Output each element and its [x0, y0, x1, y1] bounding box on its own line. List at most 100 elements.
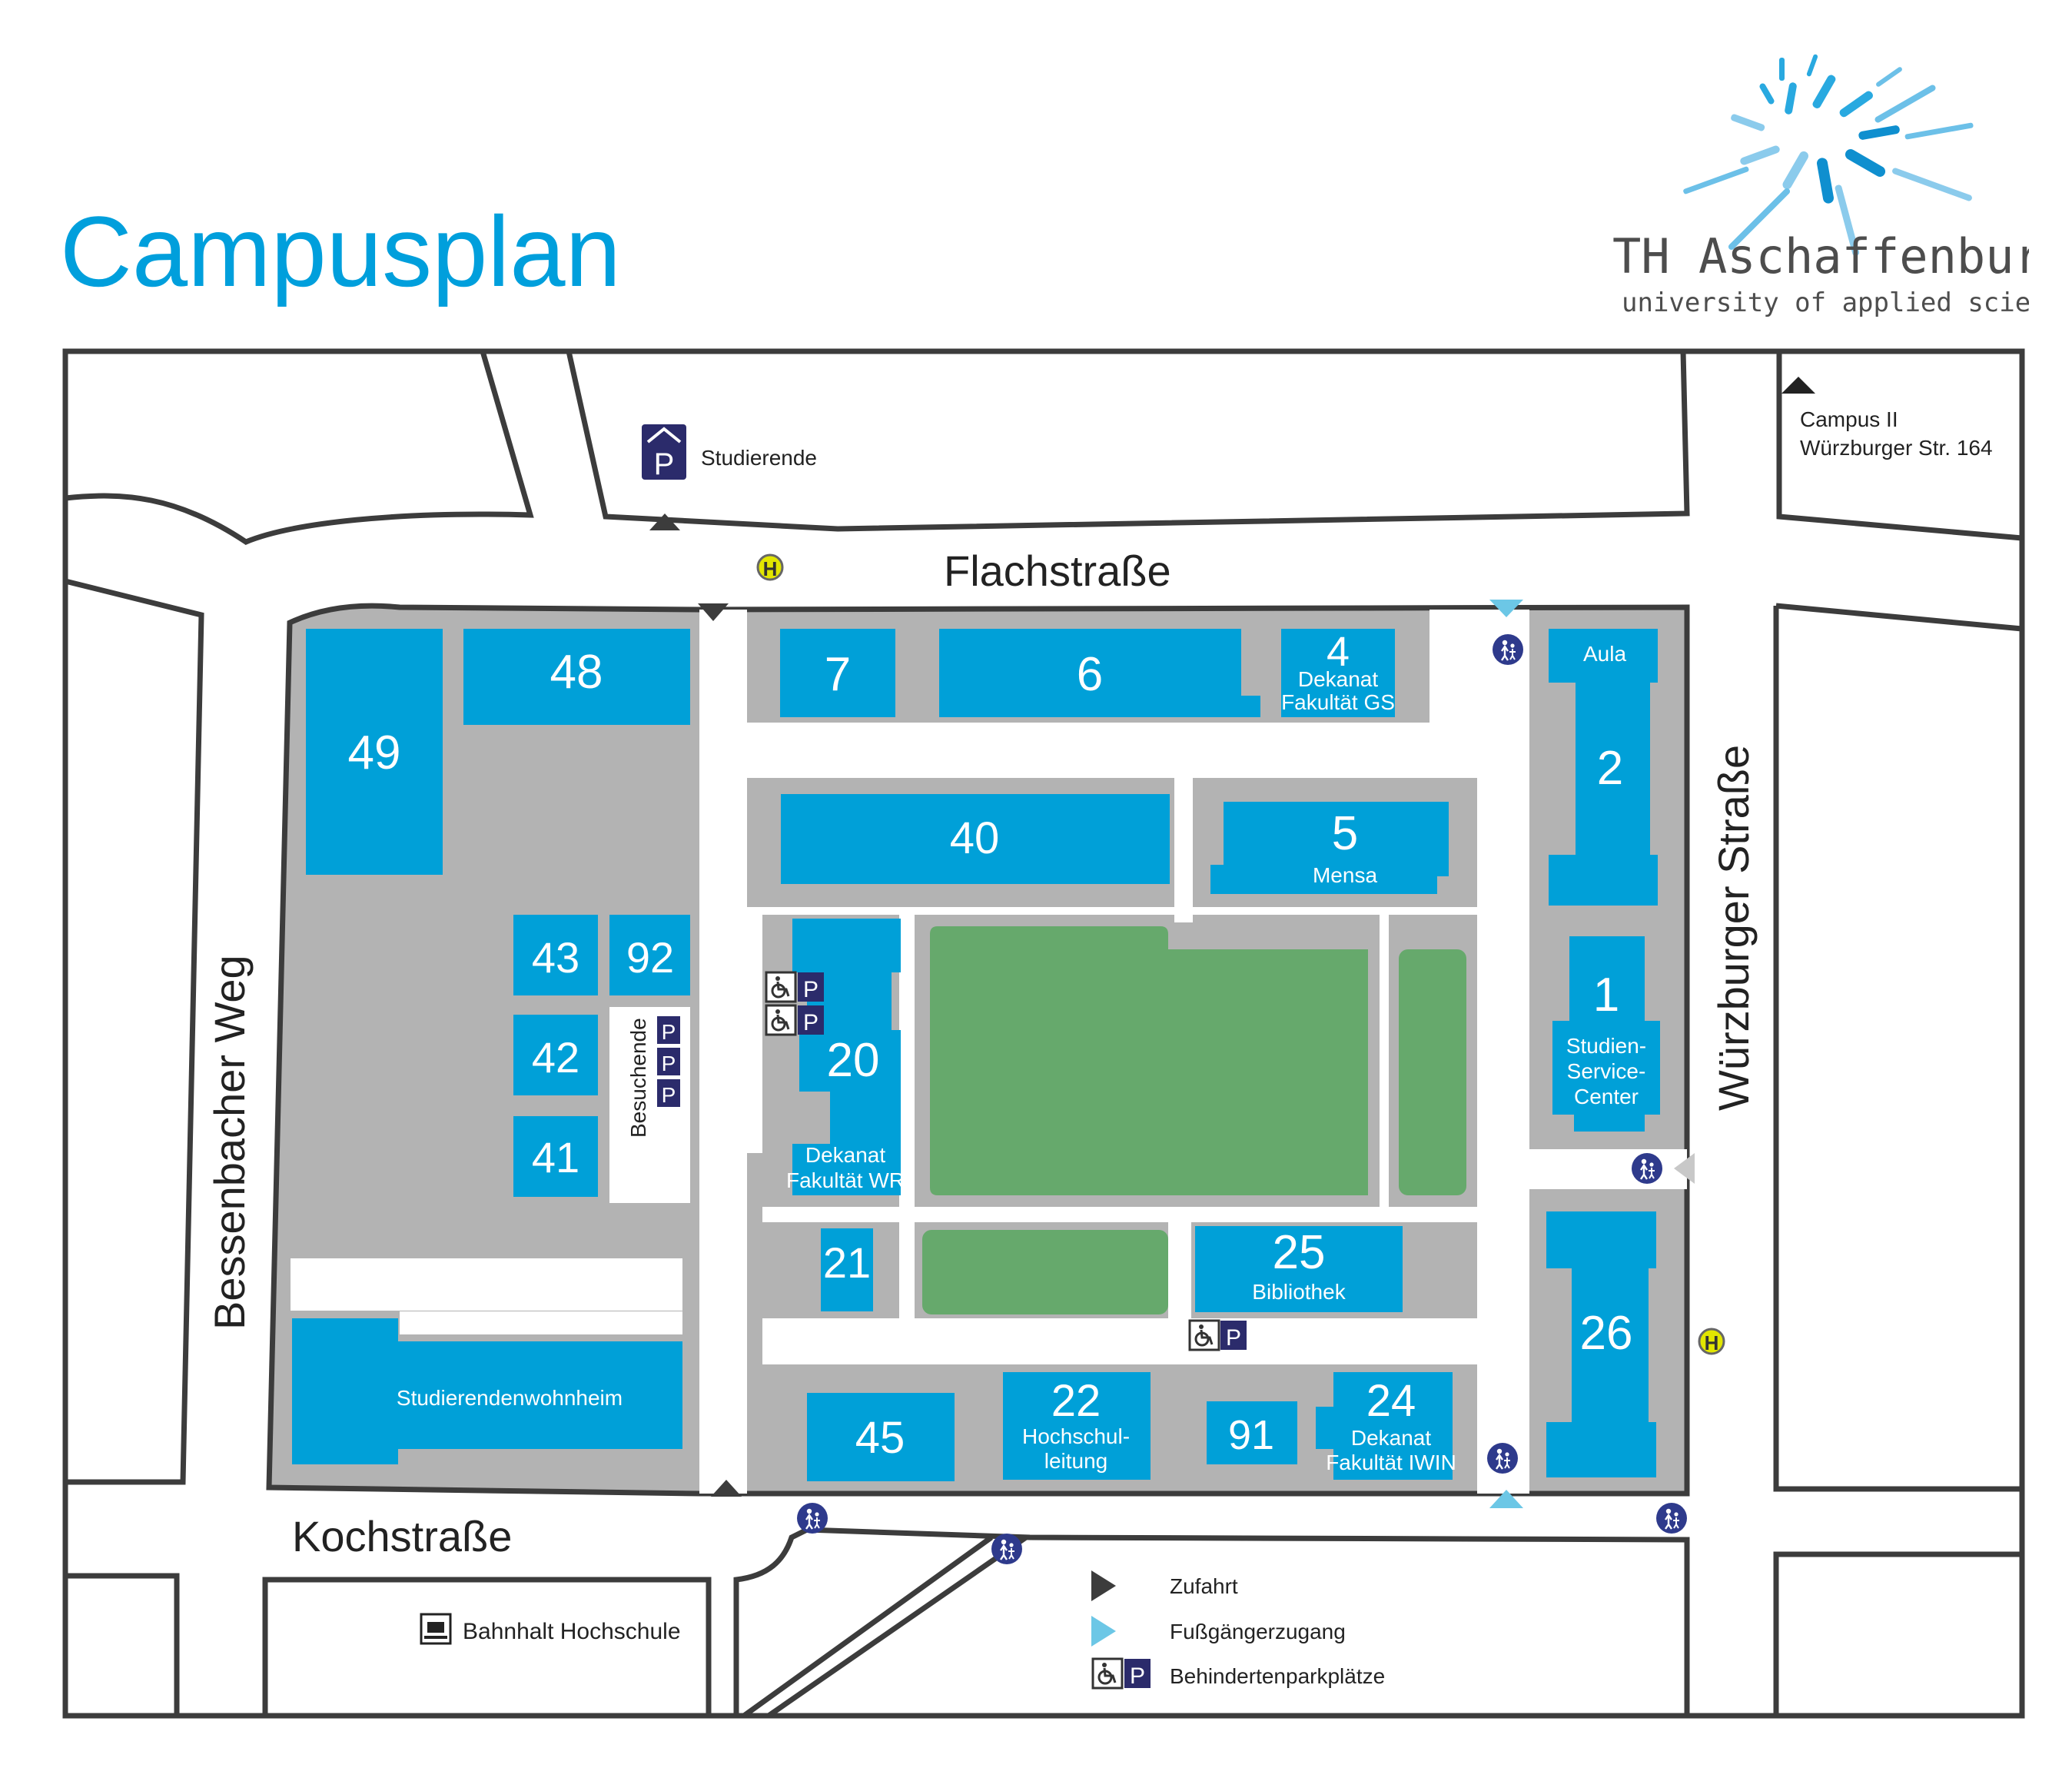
- parking-symbol: P: [803, 977, 819, 1002]
- building-2: [1549, 629, 1658, 906]
- building-21: [821, 1228, 873, 1311]
- legend: Zufahrt Fußgängerzugang P Behindertenpar…: [1091, 1570, 1385, 1690]
- page-title: Campusplan: [60, 195, 621, 307]
- label-1: 1: [1593, 969, 1619, 1022]
- building-41: [513, 1116, 598, 1197]
- access-markers: [649, 513, 742, 1497]
- building-42: [513, 1015, 598, 1095]
- building-40: [781, 794, 1170, 884]
- pedestrian-icon: [795, 1501, 829, 1535]
- parking-symbol: P: [662, 1020, 676, 1044]
- label-92: 92: [626, 933, 674, 982]
- train-stop-label: Bahnhalt Hochschule: [463, 1619, 681, 1644]
- legend-access-label: Zufahrt: [1170, 1574, 1238, 1598]
- label-4-sub1: Dekanat: [1298, 667, 1379, 691]
- legend-parking-icon: [1124, 1659, 1151, 1688]
- pedestrian-icon: [990, 1532, 1024, 1566]
- parking-icon: [657, 1048, 680, 1075]
- disabled-parking-25: P: [1188, 1319, 1247, 1351]
- access-icon: [711, 1480, 742, 1497]
- visitor-parking: Besuchende P P P: [626, 1016, 680, 1138]
- campus2-line1: Campus II: [1800, 407, 1898, 431]
- pedestrian-markers: [1489, 600, 1523, 1508]
- label-1-sub1: Studien-: [1566, 1034, 1646, 1058]
- building-6: [939, 629, 1260, 717]
- label-22-sub2: leitung: [1044, 1449, 1108, 1473]
- building-5: [1210, 802, 1449, 894]
- building-48: [463, 629, 690, 725]
- label-91: 91: [1228, 1412, 1274, 1458]
- label-24-sub1: Dekanat: [1351, 1426, 1432, 1450]
- label-1-sub3: Center: [1574, 1085, 1639, 1108]
- building-22: [1003, 1372, 1151, 1480]
- pedestrian-triangle-icon: [1489, 600, 1523, 617]
- pedestrian-icon: [1486, 1441, 1519, 1475]
- building-24: [1316, 1372, 1453, 1480]
- legend-wheelchair-icon: [1091, 1657, 1124, 1690]
- building-92: [609, 915, 690, 995]
- label-aula: Aula: [1583, 642, 1626, 666]
- access-icon: [698, 603, 729, 621]
- wheelchair-icon: [1188, 1319, 1220, 1351]
- access-icon: [649, 513, 680, 530]
- logo-subtitle: university of applied sciences: [1622, 287, 2029, 318]
- building-49: [306, 629, 443, 875]
- road-outlines: [65, 351, 2023, 1718]
- label-20-sub1: Dekanat: [805, 1143, 886, 1167]
- wheelchair-icon: [765, 1004, 797, 1036]
- pedestrian-icon: [1655, 1501, 1688, 1535]
- building-7: [780, 629, 895, 717]
- parking-symbol: P: [662, 1083, 676, 1107]
- logo-name: TH Aschaffenburg: [1612, 228, 2029, 284]
- label-24-sub2: Fakultät IWIN: [1326, 1451, 1456, 1474]
- label-24: 24: [1366, 1376, 1416, 1426]
- label-7: 7: [825, 648, 851, 701]
- street-flach: Flachstraße: [944, 547, 1171, 595]
- train-stop: Bahnhalt Hochschule: [420, 1613, 681, 1645]
- green-areas: [922, 926, 1466, 1314]
- label-25-sub: Bibliothek: [1252, 1280, 1346, 1304]
- legend-parking-symbol: P: [1130, 1663, 1145, 1689]
- wheelchair-icon: [765, 971, 797, 1003]
- label-1-sub2: Service-: [1567, 1059, 1646, 1083]
- parking-symbol: P: [803, 1010, 819, 1035]
- parking-icon: [657, 1016, 680, 1044]
- label-5: 5: [1332, 807, 1358, 860]
- label-45: 45: [855, 1413, 905, 1463]
- label-25: 25: [1273, 1226, 1326, 1279]
- pedestrian-gray-triangle-icon: [1674, 1153, 1695, 1184]
- label-22-sub1: Hochschul-: [1022, 1424, 1130, 1448]
- label-26: 26: [1580, 1307, 1633, 1360]
- label-22: 22: [1051, 1376, 1101, 1426]
- label-dorm: Studierendenwohnheim: [397, 1386, 623, 1410]
- building-dorm: [292, 1318, 682, 1464]
- th-logo: TH Aschaffenburg university of applied s…: [1612, 54, 2029, 318]
- parking-garage-symbol: P: [654, 447, 675, 481]
- street-wuerzburger: Würzburger Straße: [1709, 745, 1758, 1111]
- label-5-sub: Mensa: [1313, 863, 1377, 887]
- bus-stop-icon: H: [756, 553, 784, 581]
- sunburst-icon: [1683, 54, 1974, 256]
- label-20-sub2: Fakultät WR: [786, 1168, 905, 1192]
- parking-symbol: P: [662, 1052, 676, 1075]
- campus2-arrow-icon: [1781, 377, 1815, 394]
- legend-pedestrian-icon: [1091, 1616, 1116, 1647]
- legend-pedestrian-label: Fußgängerzugang: [1170, 1620, 1346, 1643]
- building-91: [1207, 1401, 1297, 1464]
- parking-icon: [657, 1079, 680, 1107]
- label-49: 49: [348, 726, 401, 779]
- building-45: [807, 1393, 955, 1481]
- label-40: 40: [950, 813, 1000, 863]
- campus2-line2: Würzburger Str. 164: [1800, 436, 1993, 460]
- building-26: [1546, 1211, 1656, 1477]
- label-41: 41: [532, 1133, 579, 1181]
- bus-stop-symbol: H: [1705, 1331, 1719, 1354]
- street-koch: Kochstraße: [292, 1512, 512, 1560]
- bus-stop-symbol: H: [763, 557, 778, 580]
- building-1: [1552, 936, 1660, 1132]
- bus-stops: H H: [756, 553, 1725, 1355]
- parking-garage-icon: P: [642, 424, 686, 481]
- map-frame: [62, 348, 2025, 1719]
- label-48: 48: [550, 646, 603, 699]
